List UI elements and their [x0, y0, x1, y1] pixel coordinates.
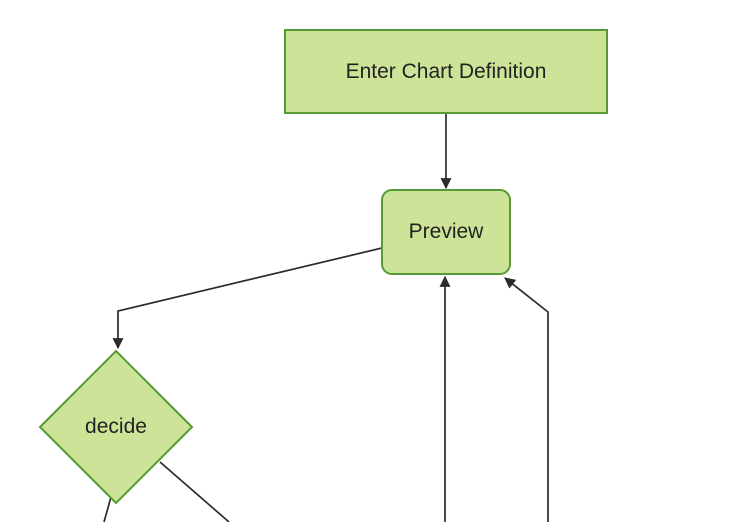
edge-decide-branch-right: [159, 461, 230, 522]
node-decide-shape: [38, 349, 194, 505]
edge-decide-branch-left: [103, 496, 112, 522]
edge-preview-to-decide: [112, 247, 383, 350]
node-enter-chart-definition-shape: [284, 29, 608, 114]
node-preview-shape: [381, 189, 511, 275]
edge-return-to-preview-corner: [504, 277, 549, 522]
